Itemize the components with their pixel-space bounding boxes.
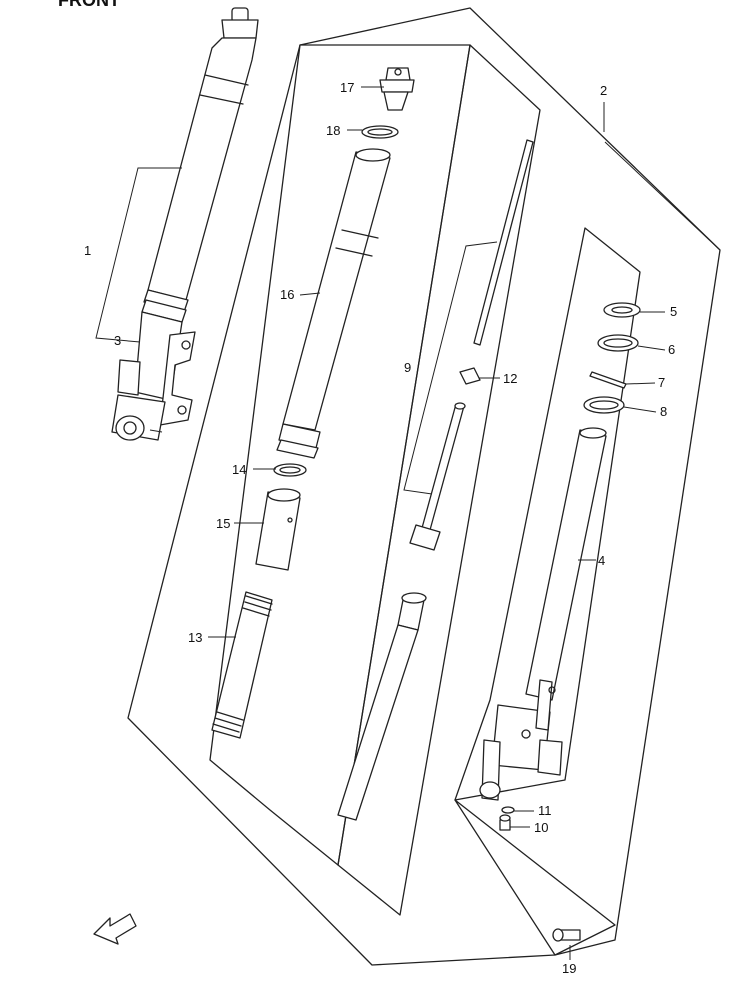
lower-leg-right bbox=[479, 679, 563, 801]
callout-13: 13 bbox=[188, 630, 202, 645]
inner-tube-part-4 bbox=[525, 427, 607, 701]
seal-ring-part-14 bbox=[273, 463, 307, 477]
callout-5: 5 bbox=[670, 304, 677, 319]
callout-1: 1 bbox=[84, 243, 91, 258]
washer-part-11 bbox=[501, 806, 515, 814]
cap-bolt-part-17 bbox=[379, 67, 415, 111]
callout-2: 2 bbox=[600, 83, 607, 98]
fork-spring-part-13 bbox=[211, 591, 273, 739]
outer-tube-part-16 bbox=[276, 148, 391, 459]
clip-part-7 bbox=[589, 371, 627, 389]
o-ring-part-18 bbox=[361, 125, 399, 139]
callout-14: 14 bbox=[232, 462, 246, 477]
callout-15: 15 bbox=[216, 516, 230, 531]
callout-9: 9 bbox=[404, 360, 411, 375]
callout-4: 4 bbox=[598, 553, 605, 568]
callout-6: 6 bbox=[668, 342, 675, 357]
callout-18: 18 bbox=[326, 123, 340, 138]
callout-11: 11 bbox=[538, 803, 552, 818]
callout-10: 10 bbox=[534, 820, 548, 835]
callout-3: 3 bbox=[114, 333, 121, 348]
callout-12: 12 bbox=[503, 371, 517, 386]
bolt-part-10 bbox=[499, 814, 511, 831]
collar-part-15 bbox=[255, 488, 301, 571]
callout-7: 7 bbox=[658, 375, 665, 390]
front-direction-arrow-icon bbox=[93, 913, 137, 945]
callout-8: 8 bbox=[660, 404, 667, 419]
callout-17: 17 bbox=[340, 80, 354, 95]
bushing-part-6 bbox=[597, 334, 639, 352]
damper-rod-part-9 bbox=[337, 139, 534, 821]
callout-16: 16 bbox=[280, 287, 294, 302]
assembly-boundary-outer bbox=[127, 7, 721, 966]
nut-part-12 bbox=[459, 367, 481, 385]
dust-seal-part-8 bbox=[583, 396, 625, 414]
washer-part-5 bbox=[603, 302, 641, 318]
callout-19: 19 bbox=[562, 961, 576, 976]
assembly-boundary-axle bbox=[454, 799, 616, 956]
diagram-title: FRONT bbox=[58, 0, 120, 10]
fork-assembly-part-1 bbox=[111, 7, 259, 441]
assembly-boundary-right bbox=[454, 227, 641, 801]
assembly-boundary-spring bbox=[209, 44, 471, 866]
axle-bolt-part-19 bbox=[552, 928, 581, 942]
